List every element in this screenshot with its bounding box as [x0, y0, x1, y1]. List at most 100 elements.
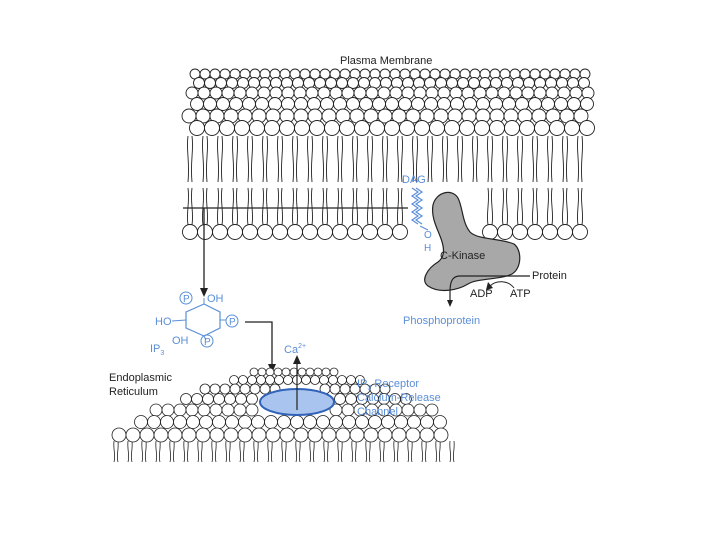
lipid-tail	[486, 135, 490, 183]
er-lipid-tail	[340, 440, 343, 463]
er-lipid-tail	[270, 440, 273, 463]
lipid-tail	[561, 187, 565, 226]
dag-o-label: O	[424, 230, 432, 241]
er-lipid-head	[391, 427, 407, 443]
er-lipid-head	[147, 415, 161, 429]
lipid-head	[197, 86, 211, 100]
lipid-head	[204, 77, 216, 89]
er-lipid-tail	[393, 440, 396, 463]
er-lipid-tail	[186, 440, 189, 463]
lipid-tail	[321, 135, 325, 183]
er-lipid-head	[305, 367, 315, 377]
er-label-line2: Reticulum	[109, 386, 158, 398]
lipid-head	[413, 86, 427, 100]
lipid-tail	[411, 135, 415, 183]
dag-h-label: H	[424, 243, 431, 254]
lipid-tail	[501, 135, 505, 183]
lipid-tail	[220, 187, 224, 226]
lipid-tail	[250, 135, 254, 183]
lipid-tail	[396, 135, 400, 183]
er-lipid-tail	[225, 440, 228, 463]
er-lipid-tail	[130, 440, 133, 463]
lipid-head	[324, 120, 340, 136]
er-lipid-tail	[421, 440, 424, 463]
er-lipid-tail	[281, 440, 284, 463]
lipid-tail	[216, 135, 220, 183]
er-lipid-tail	[407, 440, 410, 463]
lipid-tail	[516, 187, 520, 226]
lipid-tail	[370, 135, 374, 183]
c-kinase-label: C-Kinase	[440, 250, 485, 262]
lipid-tail	[321, 187, 325, 226]
lipid-tail	[576, 187, 580, 226]
er-lipid-head	[363, 427, 379, 443]
lipid-tail	[366, 135, 370, 183]
er-lipid-head	[237, 427, 253, 443]
er-lipid-head	[401, 403, 415, 417]
er-lipid-tail	[396, 440, 399, 463]
lipid-head	[197, 224, 213, 240]
er-lipid-tail	[351, 440, 354, 463]
er-lipid-head	[313, 367, 323, 377]
lipid-tail	[520, 135, 524, 183]
er-heads	[111, 367, 449, 443]
er-lipid-tail	[438, 440, 441, 463]
er-lipid-head	[277, 415, 291, 429]
lipid-head	[542, 224, 558, 240]
lipid-tail	[535, 135, 539, 183]
upper-leaflet-heads	[181, 68, 595, 136]
lipid-head	[209, 86, 223, 100]
lipid-head	[242, 224, 258, 240]
lipid-tail	[280, 187, 284, 226]
lipid-head	[347, 224, 363, 240]
lipid-tail	[456, 135, 460, 183]
lipid-tail	[220, 135, 224, 183]
plasma-membrane-label: Plasma Membrane	[340, 55, 432, 67]
lipid-head	[489, 97, 503, 111]
lipid-tail	[546, 187, 550, 226]
upper-leaflet-tails	[186, 135, 584, 183]
er-lipid-head	[202, 393, 214, 405]
er-lipid-tail	[368, 440, 371, 463]
lipid-tail	[235, 135, 239, 183]
calcium-ion-label: Ca2+	[284, 343, 306, 356]
lipid-head	[450, 97, 464, 111]
lipid-tail	[385, 187, 389, 226]
er-lipid-tail	[116, 440, 119, 463]
er-lipid-tail	[284, 440, 287, 463]
lipid-head	[572, 224, 588, 240]
er-lipid-head	[321, 367, 331, 377]
lipid-tail	[325, 187, 329, 226]
lipid-head	[307, 97, 321, 111]
phosphate-bottom-label: P	[204, 337, 211, 348]
er-lipid-head	[160, 415, 174, 429]
lipid-tail	[295, 135, 299, 183]
er-lipid-head	[167, 427, 183, 443]
calcium-efflux-arrowhead	[293, 355, 301, 364]
er-lipid-head	[209, 427, 225, 443]
lipid-tail	[205, 135, 209, 183]
lipid-head	[182, 224, 198, 240]
er-lipid-head	[419, 427, 435, 443]
lipid-tail	[445, 135, 449, 183]
er-lipid-tail	[298, 440, 301, 463]
er-lipid-tail	[141, 440, 144, 463]
er-lipid-head	[425, 403, 439, 417]
lipid-head	[541, 97, 555, 111]
lipid-tail	[576, 135, 580, 183]
er-lipid-head	[235, 393, 247, 405]
er-lipid-head	[310, 375, 320, 385]
lipid-tail	[516, 135, 520, 183]
er-lipid-head	[301, 375, 311, 385]
er-lipid-head	[213, 393, 225, 405]
lipid-head	[564, 120, 580, 136]
er-lipid-head	[328, 375, 338, 385]
er-lipid-head	[274, 375, 284, 385]
er-lipid-head	[334, 393, 346, 405]
er-lipid-head	[256, 375, 266, 385]
er-lipid-head	[173, 415, 187, 429]
er-lipid-head	[265, 367, 275, 377]
protein-label: Protein	[532, 270, 567, 282]
er-lipid-head	[349, 427, 365, 443]
er-lipid-head	[293, 427, 309, 443]
